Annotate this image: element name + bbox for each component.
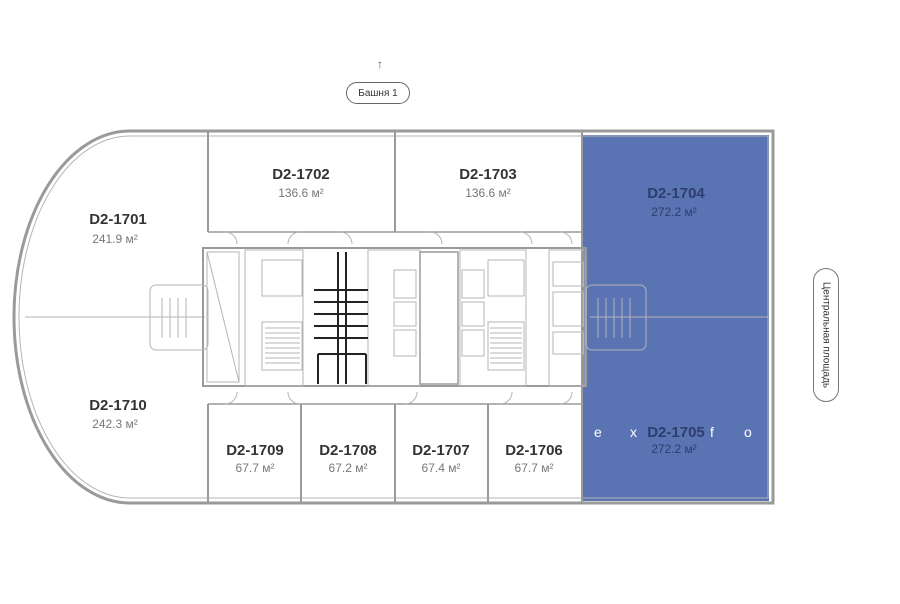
building-core <box>202 247 587 387</box>
central-plaza-button[interactable]: Центральная площадь <box>813 268 839 402</box>
unit-name-d2-1709[interactable]: D2-1709 <box>226 442 284 459</box>
unit-area-label-d2-1709: 67.7 м² <box>236 461 275 475</box>
unit-area-label-d2-1708: 67.2 м² <box>329 461 368 475</box>
unit-name-d2-1702[interactable]: D2-1702 <box>272 166 330 183</box>
tower-1-label: Башня 1 <box>358 87 398 99</box>
stairs <box>265 327 522 364</box>
unit-area-label-d2-1706: 67.7 м² <box>515 461 554 475</box>
unit-name-d2-1701[interactable]: D2-1701 <box>89 211 147 228</box>
unit-area-label-d2-1702: 136.6 м² <box>278 186 324 200</box>
unit-name-d2-1703[interactable]: D2-1703 <box>459 166 517 183</box>
unit-area-label-d2-1710: 242.3 м² <box>92 417 138 431</box>
watermark-letter: x <box>630 424 637 440</box>
tower-1-button[interactable]: Башня 1 <box>346 82 410 104</box>
unit-name-d2-1708[interactable]: D2-1708 <box>319 442 377 459</box>
unit-area-label-d2-1704: 272.2 м² <box>651 205 697 219</box>
doors <box>224 231 573 405</box>
unit-area-d2-1704[interactable] <box>582 135 769 317</box>
unit-name-d2-1704[interactable]: D2-1704 <box>647 185 705 202</box>
unit-area-d2-1705[interactable] <box>582 317 769 501</box>
unit-name-d2-1710[interactable]: D2-1710 <box>89 397 147 414</box>
watermark-letter: e <box>594 424 602 440</box>
room-walls <box>207 131 583 503</box>
unit-area-label-d2-1707: 67.4 м² <box>422 461 461 475</box>
north-arrow-icon: ↑ <box>377 57 383 71</box>
side-service-blocks <box>149 284 647 351</box>
unit-name-d2-1705[interactable]: D2-1705 <box>647 424 705 441</box>
unit-area-label-d2-1705: 272.2 м² <box>651 442 697 456</box>
outer-wall <box>12 129 775 505</box>
unit-area-label-d2-1703: 136.6 м² <box>465 186 511 200</box>
watermark-letter: o <box>744 424 752 440</box>
elevator-shafts <box>314 252 368 384</box>
unit-labels: D2-1701 241.9 м² D2-1702 136.6 м² D2-170… <box>89 166 705 475</box>
watermark-letter: f <box>710 424 714 440</box>
unit-name-d2-1706[interactable]: D2-1706 <box>505 442 563 459</box>
unit-area-label-d2-1701: 241.9 м² <box>92 232 138 246</box>
unit-name-d2-1707[interactable]: D2-1707 <box>412 442 470 459</box>
